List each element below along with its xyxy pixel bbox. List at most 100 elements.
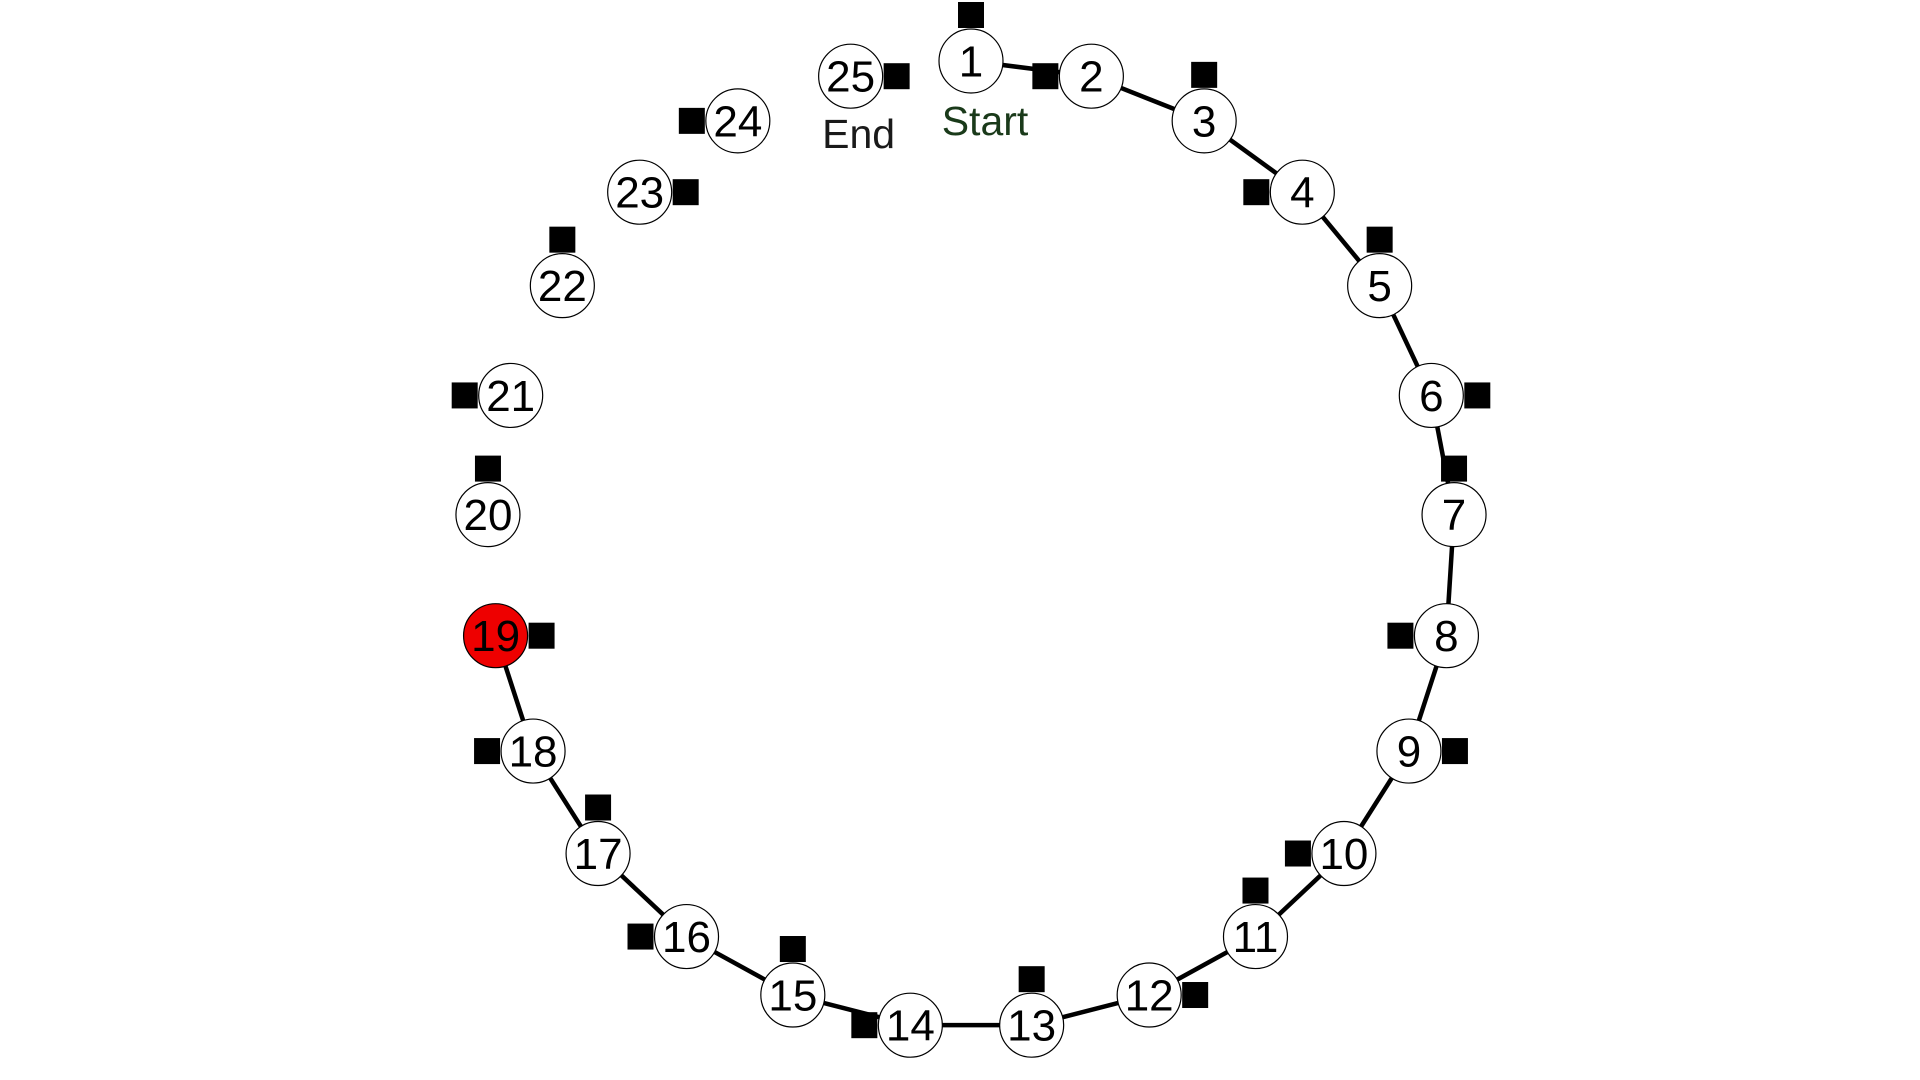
node-circle[interactable] (1376, 718, 1442, 784)
node-circle[interactable] (705, 88, 771, 154)
node-circle[interactable] (1413, 603, 1480, 669)
node-14[interactable]: 14 (877, 992, 943, 1058)
node-label: 15 (768, 972, 817, 1021)
start-label: Start (942, 98, 1029, 144)
node-label: 10 (1319, 830, 1368, 879)
node-circle[interactable] (1171, 88, 1237, 154)
node-19[interactable]: 19 (462, 603, 529, 669)
node-circle[interactable] (760, 962, 826, 1028)
node-circle[interactable] (500, 718, 566, 784)
node-12[interactable]: 12 (1116, 962, 1182, 1028)
node-markers (451, 2, 1491, 1039)
node-20[interactable]: 20 (455, 482, 521, 548)
node-marker-23 (672, 179, 699, 206)
node-11[interactable]: 11 (1222, 903, 1289, 970)
node-marker-13 (1018, 966, 1045, 993)
node-circle[interactable] (565, 820, 631, 887)
node-label: 23 (615, 169, 664, 218)
node-label: 1 (959, 38, 983, 87)
node-marker-2 (1032, 63, 1059, 90)
node-circle[interactable] (1421, 482, 1487, 548)
node-circle[interactable] (529, 253, 595, 319)
node-marker-9 (1441, 738, 1468, 765)
node-21[interactable]: 21 (478, 362, 544, 429)
node-label: 25 (826, 53, 875, 102)
node-label: 19 (471, 612, 520, 661)
node-marker-16 (627, 923, 654, 950)
node-marker-11 (1242, 877, 1269, 904)
node-label: 3 (1192, 97, 1216, 146)
node-label: 21 (486, 372, 535, 421)
node-16[interactable]: 16 (653, 903, 720, 970)
node-6[interactable]: 6 (1398, 362, 1464, 429)
node-marker-3 (1191, 61, 1218, 88)
node-circle[interactable] (607, 159, 673, 225)
node-label: 18 (509, 728, 558, 777)
node-marker-12 (1182, 982, 1209, 1009)
node-circle[interactable] (478, 362, 544, 429)
node-24[interactable]: 24 (705, 88, 771, 154)
node-13[interactable]: 13 (999, 992, 1065, 1058)
node-marker-5 (1366, 226, 1393, 253)
node-circle[interactable] (938, 28, 1004, 94)
node-1[interactable]: 1 (938, 28, 1004, 94)
node-marker-22 (549, 226, 576, 253)
node-circle[interactable] (999, 992, 1065, 1058)
node-circle[interactable] (818, 43, 884, 109)
current-node-circle[interactable] (462, 603, 529, 669)
node-2[interactable]: 2 (1058, 43, 1124, 109)
node-marker-18 (474, 738, 501, 765)
node-marker-21 (451, 382, 478, 409)
node-circle[interactable] (455, 482, 521, 548)
node-marker-17 (585, 794, 612, 821)
node-label: 4 (1290, 169, 1314, 218)
node-marker-8 (1387, 622, 1414, 649)
node-marker-14 (851, 1012, 878, 1039)
node-25[interactable]: 25 (818, 43, 884, 109)
node-18[interactable]: 18 (500, 718, 566, 784)
node-17[interactable]: 17 (565, 820, 631, 887)
node-marker-24 (678, 107, 705, 134)
node-7[interactable]: 7 (1421, 482, 1487, 548)
node-3[interactable]: 3 (1171, 88, 1237, 154)
node-9[interactable]: 9 (1376, 718, 1442, 784)
node-label: 12 (1125, 972, 1174, 1021)
node-circle[interactable] (653, 903, 720, 970)
node-circle[interactable] (1398, 362, 1464, 429)
node-marker-4 (1243, 179, 1270, 206)
end-label: End (822, 111, 895, 157)
node-marker-15 (779, 936, 806, 963)
node-label: 20 (463, 491, 512, 540)
node-8[interactable]: 8 (1413, 603, 1480, 669)
node-label: 2 (1079, 53, 1103, 102)
node-label: 24 (713, 97, 762, 146)
node-4[interactable]: 4 (1269, 159, 1335, 225)
node-circle[interactable] (1311, 820, 1377, 887)
node-label: 9 (1397, 728, 1421, 777)
node-marker-7 (1441, 455, 1468, 482)
node-circle[interactable] (1269, 159, 1335, 225)
node-10[interactable]: 10 (1311, 820, 1377, 887)
node-15[interactable]: 15 (760, 962, 826, 1028)
node-label: 17 (574, 830, 623, 879)
node-circle[interactable] (1058, 43, 1124, 109)
node-circle[interactable] (877, 992, 943, 1058)
node-22[interactable]: 22 (529, 253, 595, 319)
node-label: 7 (1442, 491, 1466, 540)
node-label: 13 (1007, 1002, 1056, 1051)
node-marker-20 (474, 455, 501, 482)
node-label: 14 (886, 1002, 935, 1051)
node-marker-25 (883, 63, 910, 90)
node-marker-6 (1464, 382, 1491, 409)
node-23[interactable]: 23 (607, 159, 673, 225)
node-5[interactable]: 5 (1347, 253, 1413, 319)
node-circle[interactable] (1347, 253, 1413, 319)
node-marker-10 (1284, 840, 1311, 867)
node-label: 6 (1419, 372, 1443, 421)
node-circle[interactable] (1222, 903, 1289, 970)
node-marker-1 (958, 2, 984, 28)
node-circle[interactable] (1116, 962, 1182, 1028)
node-label: 5 (1367, 262, 1391, 311)
node-label: 22 (538, 262, 587, 311)
